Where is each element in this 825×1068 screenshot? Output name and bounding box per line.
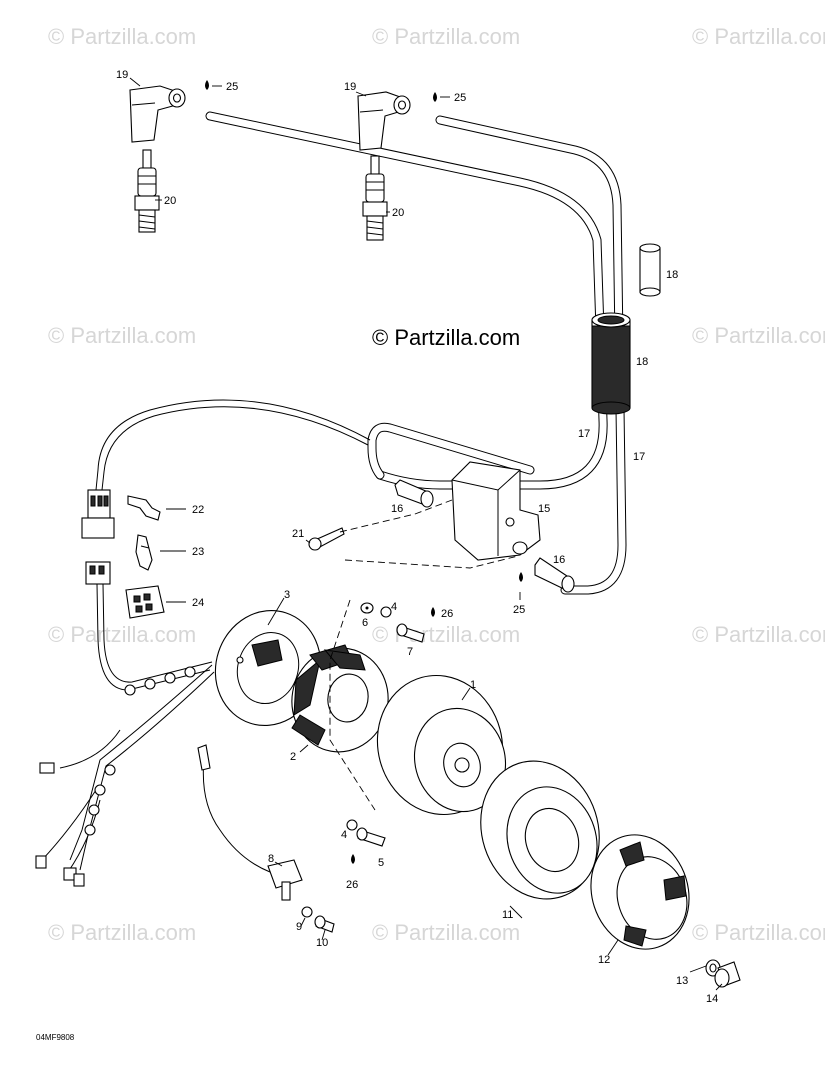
callout-25-left: 25 <box>226 81 238 93</box>
watermark: © Partzilla.com <box>692 622 825 647</box>
bracket <box>267 859 303 901</box>
callout-4-top: 4 <box>391 601 397 613</box>
drop-icon <box>519 572 523 582</box>
callout-8: 8 <box>268 853 274 865</box>
watermark: © Partzilla.com <box>48 920 196 945</box>
callout-18-large: 18 <box>636 356 648 368</box>
screw-7 <box>396 623 425 643</box>
callout-25-coil: 25 <box>513 604 525 616</box>
ground-wire <box>197 744 271 873</box>
callout-13: 13 <box>676 975 688 987</box>
callout-23: 23 <box>192 546 204 558</box>
coil-boot-left <box>394 479 434 508</box>
callouts: 1 2 3 4 4 5 6 7 8 9 10 11 12 13 14 15 16… <box>116 69 718 1005</box>
callout-11: 11 <box>502 909 513 921</box>
drop-icon <box>351 854 355 864</box>
watermark: © Partzilla.com <box>48 323 196 348</box>
callout-18-small: 18 <box>666 269 678 281</box>
coil-screw <box>308 527 345 551</box>
stator <box>291 644 389 753</box>
screw-5 <box>356 827 386 847</box>
callout-10: 10 <box>316 937 328 949</box>
callout-20-right: 20 <box>392 207 404 219</box>
drops <box>205 80 523 864</box>
callout-16-right: 16 <box>553 554 565 566</box>
callout-2: 2 <box>290 751 296 763</box>
connector-housing <box>125 585 165 619</box>
washer-9 <box>301 906 313 918</box>
drop-icon <box>433 92 437 102</box>
drawing-code: 04MF9808 <box>36 1033 75 1042</box>
ring-gear <box>480 760 600 900</box>
washer-4-bottom <box>346 819 358 831</box>
callout-6: 6 <box>362 617 368 629</box>
callout-4-bottom: 4 <box>341 829 347 841</box>
flywheel <box>376 674 507 816</box>
callout-22: 22 <box>192 504 204 516</box>
watermark: © Partzilla.com <box>48 622 196 647</box>
spark-plug-cap-left <box>129 85 186 143</box>
spark-plug-cap-right <box>357 91 411 151</box>
callout-26-top: 26 <box>441 608 453 620</box>
callout-1: 1 <box>470 679 476 691</box>
leader-lines <box>129 77 723 991</box>
wiring-harness <box>35 399 371 887</box>
callout-7: 7 <box>407 646 413 658</box>
callout-16-left: 16 <box>391 503 403 515</box>
spark-plug-left <box>134 149 160 233</box>
callout-3: 3 <box>284 589 290 601</box>
callout-5: 5 <box>378 857 384 869</box>
callout-21: 21 <box>292 528 304 540</box>
callout-15: 15 <box>538 503 550 515</box>
watermark: © Partzilla.com <box>48 24 196 49</box>
coil-boot-right <box>534 557 575 593</box>
callout-12: 12 <box>598 954 610 966</box>
callout-9: 9 <box>296 921 302 933</box>
drop-icon <box>431 607 435 617</box>
watermark: © Partzilla.com <box>692 920 825 945</box>
callout-19-right: 19 <box>344 81 356 93</box>
starting-pulley <box>590 834 690 950</box>
callout-24: 24 <box>192 597 204 609</box>
terminal <box>127 495 161 521</box>
ignition-leads <box>205 111 627 595</box>
retainer-clip <box>135 534 153 571</box>
protection-sleeve-large <box>591 312 631 415</box>
watermark-layer: © Partzilla.com © Partzilla.com © Partzi… <box>48 24 825 945</box>
washer-6 <box>360 602 374 614</box>
spark-plug-right <box>362 155 388 241</box>
center-watermark: © Partzilla.com <box>372 325 520 350</box>
ignition-coil <box>451 461 541 561</box>
callout-17-left: 17 <box>578 428 590 440</box>
drop-icon <box>205 80 209 90</box>
protection-sleeve-small <box>639 243 661 297</box>
watermark: © Partzilla.com <box>372 24 520 49</box>
callout-17-right: 17 <box>633 451 645 463</box>
callout-26-bottom: 26 <box>346 879 358 891</box>
callout-19-left: 19 <box>116 69 128 81</box>
watermark: © Partzilla.com <box>372 622 520 647</box>
callout-25-right: 25 <box>454 92 466 104</box>
screw-10 <box>314 915 335 933</box>
watermark: © Partzilla.com <box>692 24 825 49</box>
callout-20-left: 20 <box>164 195 176 207</box>
callout-14: 14 <box>706 993 718 1005</box>
flywheel-bolt <box>714 961 741 988</box>
watermark: © Partzilla.com <box>692 323 825 348</box>
watermark: © Partzilla.com <box>372 920 520 945</box>
washer-4-top <box>380 606 392 618</box>
